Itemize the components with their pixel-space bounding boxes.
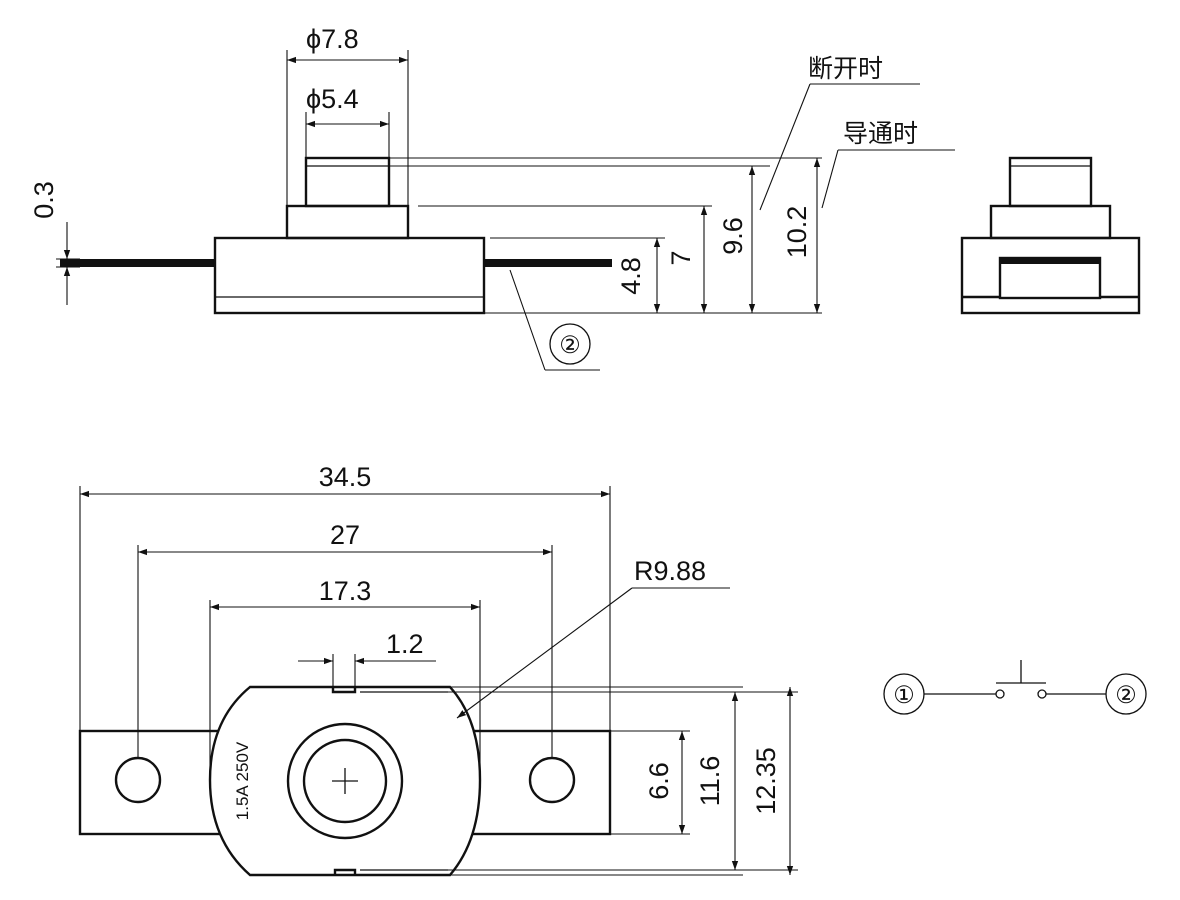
label-open-state: 断开时 [808, 54, 883, 83]
right-lead [484, 259, 612, 267]
dim-step-height: 7 [666, 250, 696, 265]
dim-slot-width: 1.2 [386, 629, 424, 659]
right-mount-hole [528, 756, 576, 804]
dim-total-width: 12.35 [751, 747, 781, 815]
schematic-terminal-1: ① [893, 682, 915, 709]
actuator-base [285, 204, 410, 240]
terminal-ref-2-side: ② [559, 332, 581, 359]
knob-inner [302, 738, 388, 824]
marking-rating: 1.5A 250V [233, 741, 252, 820]
plunger [304, 156, 391, 208]
dim-hole-pitch: 27 [330, 520, 360, 550]
dim-tab-width: 6.6 [644, 762, 674, 800]
right-tab [458, 729, 612, 836]
dim-radius: R9.88 [634, 556, 706, 586]
dim-lead-thickness: 0.3 [29, 181, 59, 219]
switch-body [213, 236, 486, 315]
dim-total-length: 34.5 [319, 462, 372, 492]
dim-body-width: 11.6 [695, 756, 725, 807]
side-view: ϕ7.8 ϕ5.4 4.8 7 9.6 10.2 断开时 导通时 [29, 24, 955, 371]
left-lead [60, 259, 215, 267]
dim-body-length: 17.3 [319, 576, 372, 606]
dim-phi-inner: ϕ5.4 [306, 84, 359, 114]
schematic-terminal-2: ② [1115, 682, 1137, 709]
label-closed-state: 导通时 [843, 119, 918, 148]
switch-schematic: ① ② [883, 660, 1147, 715]
knob-outer [286, 722, 404, 840]
end-view [960, 156, 1141, 315]
dim-open-height: 9.6 [718, 217, 748, 255]
left-mount-hole [114, 756, 162, 804]
dim-closed-height: 10.2 [782, 206, 812, 259]
dim-phi-outer: ϕ7.8 [306, 24, 359, 54]
dim-body-height: 4.8 [616, 257, 646, 295]
top-view: 1.5A 250V 34.5 27 17.3 1.2 R9.88 [78, 462, 798, 877]
